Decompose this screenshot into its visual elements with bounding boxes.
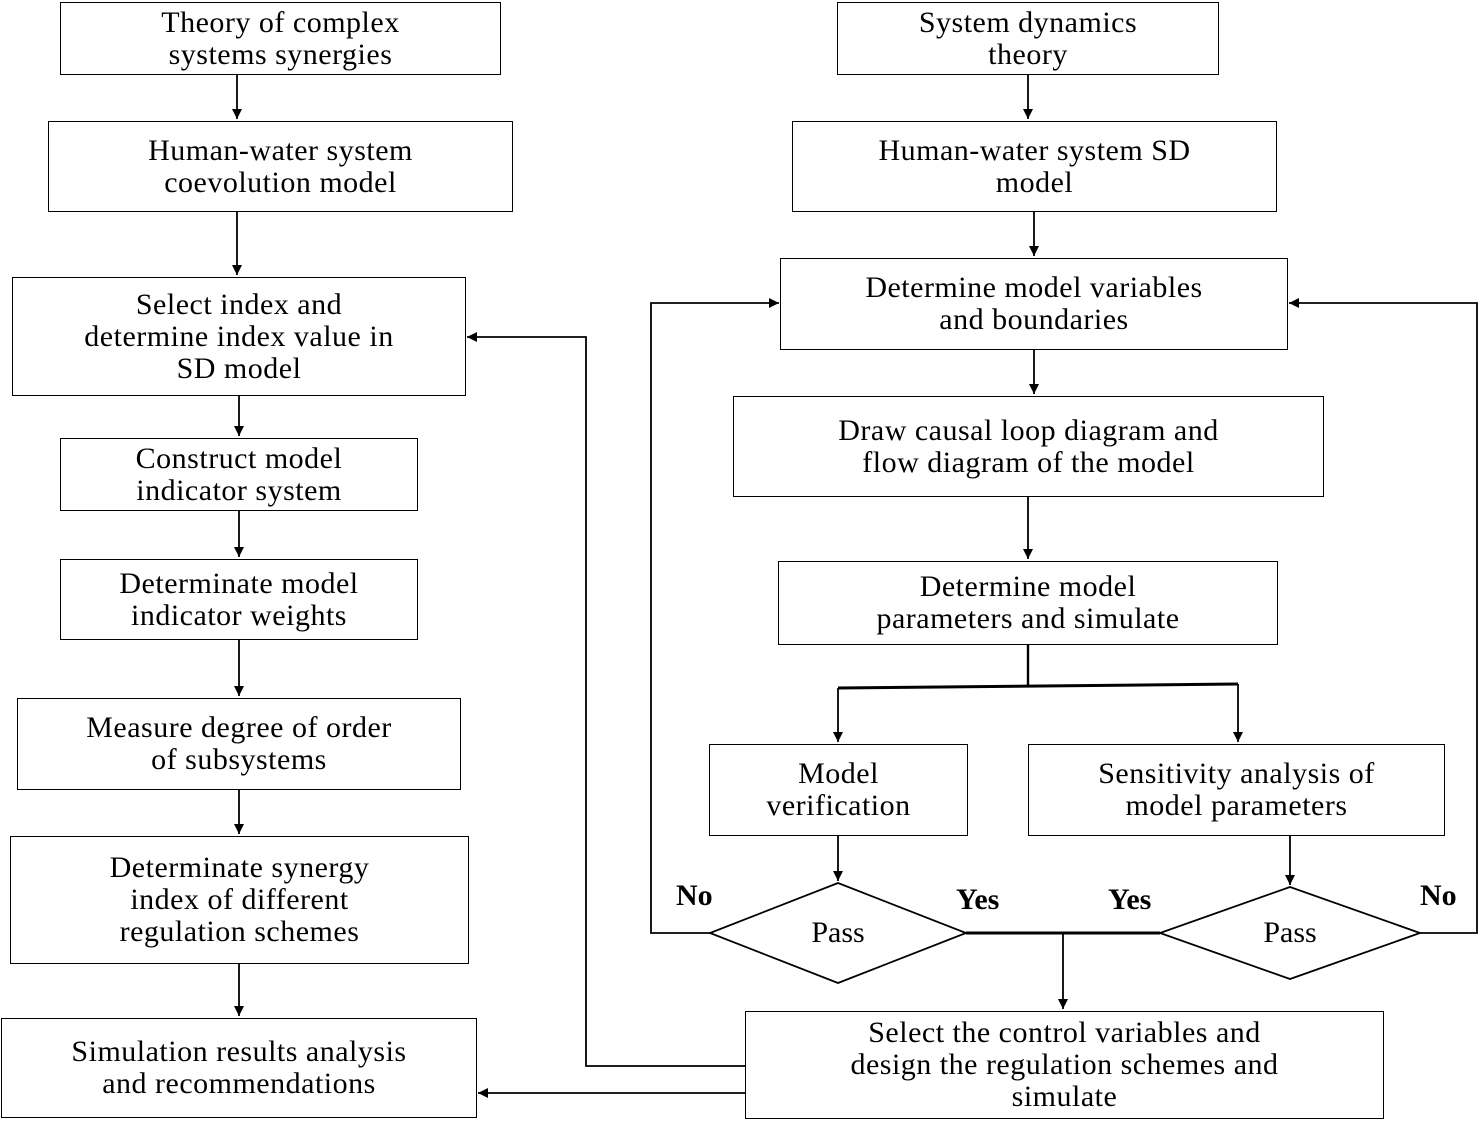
- construct-indicator-system-box: Construct model indicator system: [60, 438, 418, 511]
- branch-horizontal: [837, 682, 1239, 690]
- box-line: and recommendations: [102, 1067, 376, 1100]
- box-line: Measure degree of order: [86, 711, 392, 744]
- yes-left-label: Yes: [956, 883, 1000, 916]
- measure-degree-of-order-box: Measure degree of order of subsystems: [17, 698, 461, 790]
- box-line: model parameters: [1125, 789, 1348, 822]
- box-line: Determinate synergy: [109, 851, 370, 884]
- box-line: of subsystems: [151, 743, 327, 776]
- indicator-weights-box: Determinate model indicator weights: [60, 559, 418, 640]
- model-parameters-box: Determine model parameters and simulate: [778, 561, 1278, 645]
- simulation-results-box: Simulation results analysis and recommen…: [1, 1018, 477, 1118]
- no-loop-right: [1289, 298, 1478, 934]
- box-line: flow diagram of the model: [862, 445, 1195, 479]
- box-line: and boundaries: [939, 303, 1129, 336]
- box-line: Select the control variables and: [868, 1016, 1261, 1049]
- pass-left-label: Pass: [811, 916, 865, 949]
- no-right-label: No: [1420, 879, 1457, 912]
- box-line: parameters and simulate: [876, 602, 1180, 635]
- box-line: design the regulation schemes and: [850, 1048, 1279, 1081]
- box-line: SD model: [176, 351, 302, 385]
- model-verification-box: Model verification: [709, 744, 968, 836]
- box-line: systems synergies: [168, 37, 393, 71]
- coevolution-model-box: Human-water system coevolution model: [48, 121, 513, 212]
- box-line: Draw causal loop diagram and: [838, 413, 1219, 447]
- box-line: index of different: [130, 883, 349, 916]
- box-line: Sensitivity analysis of: [1098, 757, 1375, 790]
- box-line: System dynamics: [918, 5, 1138, 39]
- box-line: Model: [798, 757, 879, 790]
- pass-left-diamond: [707, 882, 969, 984]
- box-line: determine index value in: [84, 319, 394, 353]
- box-line: regulation schemes: [119, 915, 360, 948]
- box-line: Determinate model: [119, 566, 359, 600]
- box-line: Select index and: [135, 287, 343, 321]
- box-line: coevolution model: [164, 165, 397, 199]
- box-line: Construct model: [135, 441, 343, 475]
- no-loop-left: [650, 298, 779, 934]
- sd-model-box: Human-water system SD model: [792, 121, 1277, 212]
- model-variables-box: Determine model variables and boundaries: [780, 258, 1288, 350]
- pass-right-label: Pass: [1263, 916, 1317, 949]
- causal-loop-diagram-box: Draw causal loop diagram and flow diagra…: [733, 396, 1324, 497]
- sensitivity-analysis-box: Sensitivity analysis of model parameters: [1028, 744, 1445, 836]
- select-index-box: Select index and determine index value i…: [12, 277, 466, 396]
- box-line: Human-water system SD: [878, 133, 1191, 167]
- box-line: simulate: [1011, 1080, 1118, 1113]
- system-dynamics-theory-box: System dynamics theory: [837, 2, 1219, 75]
- no-left-label: No: [676, 879, 713, 912]
- box-line: Theory of complex: [161, 5, 400, 39]
- box-line: Simulation results analysis: [71, 1035, 407, 1068]
- box-line: theory: [988, 37, 1068, 71]
- box-line: Human-water system: [148, 133, 413, 167]
- box-line: indicator weights: [131, 598, 347, 632]
- pass-right-diamond: [1157, 886, 1423, 980]
- theory-of-complex-systems-box: Theory of complex systems synergies: [60, 2, 501, 75]
- box-line: Determine model variables: [865, 271, 1203, 304]
- yes-right-label: Yes: [1108, 883, 1152, 916]
- box-line: model: [995, 165, 1074, 199]
- synergy-index-box: Determinate synergy index of different r…: [10, 836, 469, 964]
- box-line: Determine model: [919, 570, 1137, 603]
- box-line: verification: [766, 789, 911, 822]
- box-line: indicator system: [136, 473, 342, 507]
- arrow-control-to-select-index: [467, 332, 745, 1067]
- control-variables-box: Select the control variables and design …: [745, 1011, 1384, 1119]
